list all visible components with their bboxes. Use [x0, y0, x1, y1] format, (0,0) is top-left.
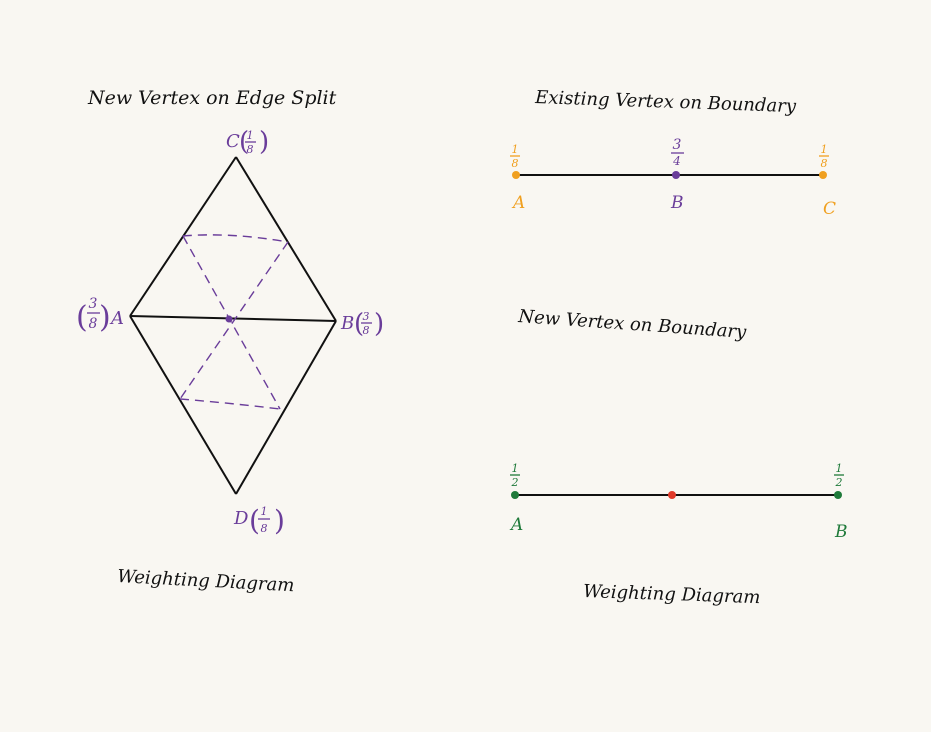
left-title: New Vertex on Edge Split	[87, 87, 337, 109]
point-a-den: 8	[512, 157, 519, 170]
vertex-b-den: 8	[363, 324, 370, 337]
vertex-a-label: ( 3 8 ) A	[76, 296, 124, 335]
point-b-num: 1	[836, 462, 843, 475]
dashed-guides	[179, 234, 289, 410]
vertex-c-letter: C	[226, 131, 240, 152]
left-caption: Weighting Diagram	[117, 566, 295, 596]
edge-b-d	[235, 320, 337, 495]
paren-open: (	[354, 309, 364, 339]
right-bottom-title: New Vertex on Boundary	[517, 306, 748, 343]
point-a-dot	[512, 171, 520, 179]
vertex-d-den: 8	[261, 522, 268, 535]
edge-a-b	[129, 315, 337, 322]
point-a-label: A	[509, 515, 523, 535]
vertex-b-num: 3	[363, 310, 370, 323]
point-a-den: 2	[511, 476, 519, 489]
point-a-label: A	[511, 193, 525, 213]
vertex-d-label: D ( 1 8 )	[233, 504, 285, 537]
paren-open: (	[249, 504, 260, 537]
new-vertex-point	[668, 491, 676, 499]
edge-c-b	[235, 156, 337, 322]
point-a-num: 1	[512, 143, 519, 156]
dash-diag-2	[179, 241, 289, 400]
point-b-label: B	[670, 193, 684, 213]
paren-close: )	[274, 504, 285, 537]
point-b-label: B	[834, 522, 848, 542]
point-c-den: 8	[821, 157, 828, 170]
vertex-d-letter: D	[233, 508, 249, 529]
vertex-a-letter: A	[109, 308, 124, 329]
point-b-dot	[834, 491, 842, 499]
vertex-a-num: 3	[89, 296, 98, 312]
point-b-den: 2	[835, 476, 843, 489]
edge-a-d	[129, 315, 237, 495]
vertex-b-label: B ( 3 8 )	[340, 309, 384, 339]
vertex-c-den: 8	[247, 143, 254, 156]
dash-top	[182, 234, 289, 243]
vertex-c-num: 1	[247, 129, 254, 142]
point-c-num: 1	[821, 143, 828, 156]
point-a-top: 1 8 A	[510, 143, 525, 213]
point-b-dot	[672, 171, 680, 179]
point-b-bottom: 1 2 B	[834, 462, 848, 542]
dash-bottom	[179, 398, 281, 410]
vertex-b-letter: B	[340, 313, 354, 334]
paren-close: )	[99, 300, 111, 335]
rhombus	[129, 156, 337, 495]
point-a-bottom: 1 2 A	[509, 462, 523, 535]
point-a-dot	[511, 491, 519, 499]
paren-open: (	[239, 127, 249, 157]
point-a-num: 1	[512, 462, 519, 475]
center-point	[225, 315, 233, 323]
right-caption: Weighting Diagram	[583, 581, 761, 608]
point-b-top: 3 4 B	[670, 137, 684, 213]
vertex-a-den: 8	[89, 316, 98, 332]
dash-diag-1	[182, 235, 281, 410]
paren-open: (	[76, 300, 88, 335]
point-c-dot	[819, 171, 827, 179]
point-c-label: C	[823, 199, 836, 219]
point-b-num: 3	[673, 137, 682, 153]
right-top-title: Existing Vertex on Boundary	[534, 87, 797, 117]
vertex-d-num: 1	[261, 505, 268, 518]
paren-close: )	[374, 309, 384, 339]
point-b-den: 4	[672, 154, 681, 168]
paren-close: )	[259, 127, 269, 157]
vertex-c-label: C ( 1 8 )	[226, 127, 269, 157]
point-c-top: 1 8 C	[819, 143, 836, 219]
